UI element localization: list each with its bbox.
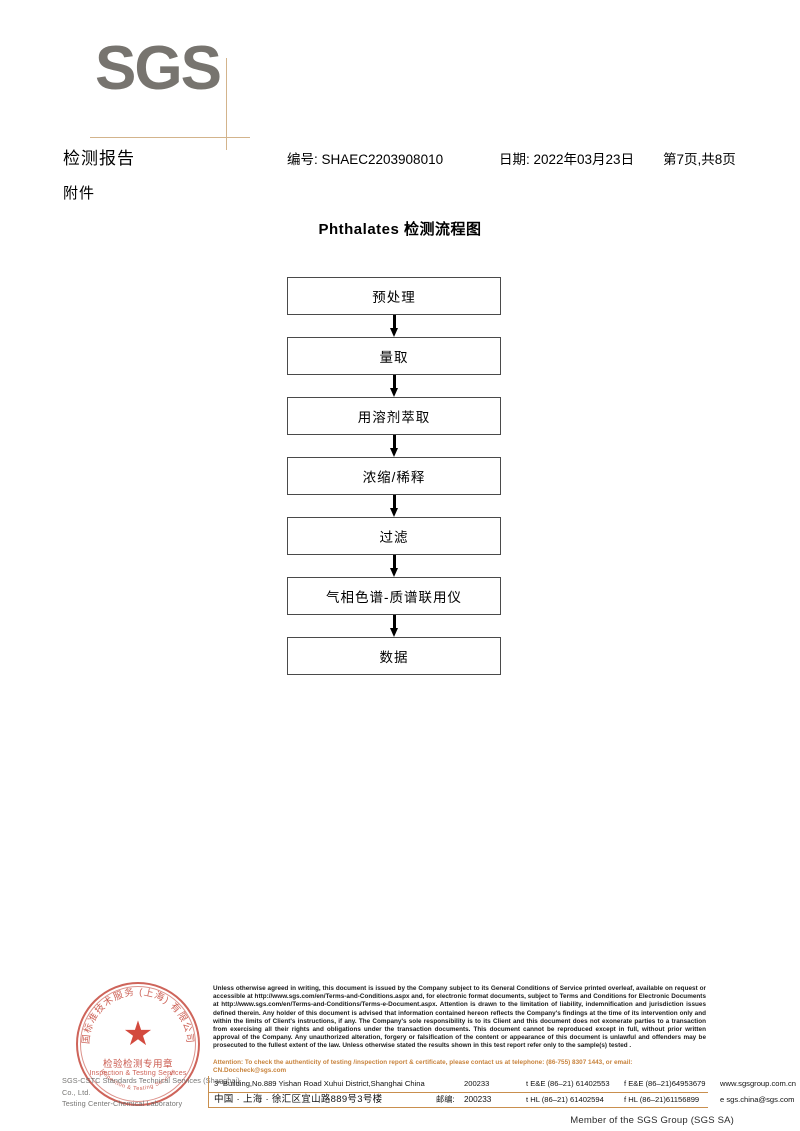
attention-notice-text: Attention: To check the authenticity of …	[213, 1059, 633, 1075]
phone-hl-fax: f HL (86–21)61156899	[624, 1095, 700, 1104]
company-name-line-1: SGS-CSTC Standards Technical Services (S…	[62, 1076, 240, 1097]
sgs-logo: SGS	[90, 34, 265, 150]
table-row: 中国 · 上海 · 徐汇区宜山路889号3号楼 邮编: 200233 t HL …	[214, 1092, 708, 1108]
table-middle-rule	[208, 1092, 708, 1093]
star-icon: ★	[122, 1015, 154, 1053]
flow-arrow-down-icon	[287, 615, 501, 637]
postcode-english: 200233	[464, 1079, 490, 1088]
website-url[interactable]: www.sgsgroup.com.cn	[720, 1079, 796, 1088]
table-bottom-rule	[208, 1107, 708, 1109]
flow-step-box: 浓缩/稀释	[287, 457, 501, 495]
sgs-group-member-label: Member of the SGS Group (SGS SA)	[570, 1115, 734, 1126]
page-title: 检测报告	[63, 149, 135, 168]
seal-arc-chinese-text: 国标准技术服务 (上海) 有限公司	[81, 986, 194, 1045]
page-footer: 国标准技术服务 (上海) 有限公司 Inspection & Testing S…	[0, 975, 800, 1131]
sgs-wordmark: SGS	[95, 34, 222, 103]
seal-inner-ring	[80, 986, 196, 1102]
email-address[interactable]: e sgs.china@sgs.com	[720, 1095, 795, 1104]
logo-horizontal-rule	[90, 137, 250, 138]
legal-disclaimer-text: Unless otherwise agreed in writing, this…	[213, 985, 706, 1050]
flow-arrow-down-icon	[287, 435, 501, 457]
postcode-chinese-label: 邮编:	[436, 1095, 455, 1104]
phone-ee-fax: f E&E (86–21)64953679	[624, 1079, 706, 1088]
company-seal-stamp: 国标准技术服务 (上海) 有限公司 Inspection & Testing S…	[76, 982, 200, 1106]
table-row: 3ʳᵈBuilding,No.889 Yishan Road Xuhui Dis…	[214, 1076, 708, 1092]
seal-center-english-label: Inspection & Testing Services	[89, 1070, 187, 1077]
seal-outer-ring	[76, 982, 200, 1106]
address-chinese: 中国 · 上海 · 徐汇区宜山路889号3号楼	[214, 1094, 383, 1105]
seal-center-chinese-label: 检验检测专用章	[102, 1059, 173, 1070]
report-date: 日期: 2022年03月23日	[499, 152, 635, 167]
company-name-line-2: Testing Center-Chemical Laboratory	[62, 1099, 183, 1108]
phone-ee-tel: t E&E (86–21) 61402553	[526, 1079, 610, 1088]
page-number: 第7页,共8页	[663, 152, 736, 167]
address-english: 3ʳᵈBuilding,No.889 Yishan Road Xuhui Dis…	[214, 1079, 425, 1088]
report-number: 编号: SHAEC2203908010	[287, 152, 444, 167]
flow-arrow-down-icon	[287, 495, 501, 517]
flow-arrow-down-icon	[287, 375, 501, 397]
web-contact-block: www.sgsgroup.com.cn e sgs.china@sgs.com	[208, 1076, 796, 1108]
flow-arrow-down-icon	[287, 315, 501, 337]
flow-arrow-down-icon	[287, 555, 501, 577]
flow-step-box: 数据	[287, 637, 501, 675]
logo-vertical-rule	[226, 58, 227, 150]
flowchart: 预处理 量取 用溶剂萃取 浓缩/稀释 过滤 气相色谱-质谱联用仪 数据	[287, 277, 503, 675]
flow-step-box: 预处理	[287, 277, 501, 315]
company-name-block: SGS-CSTC Standards Technical Services (S…	[62, 1075, 252, 1110]
seal-arc-english-text: Inspection & Testing Services	[99, 1068, 177, 1092]
attachment-label: 附件	[63, 185, 96, 202]
flow-step-box: 过滤	[287, 517, 501, 555]
flow-step-box: 量取	[287, 337, 501, 375]
flow-step-box: 用溶剂萃取	[287, 397, 501, 435]
phone-hl-tel: t HL (86–21) 61402594	[526, 1095, 604, 1104]
flowchart-title: Phthalates 检测流程图	[318, 221, 482, 238]
postcode-chinese: 200233	[464, 1095, 492, 1104]
flow-step-box: 气相色谱-质谱联用仪	[287, 577, 501, 615]
address-contact-table: 3ʳᵈBuilding,No.889 Yishan Road Xuhui Dis…	[208, 1076, 708, 1109]
